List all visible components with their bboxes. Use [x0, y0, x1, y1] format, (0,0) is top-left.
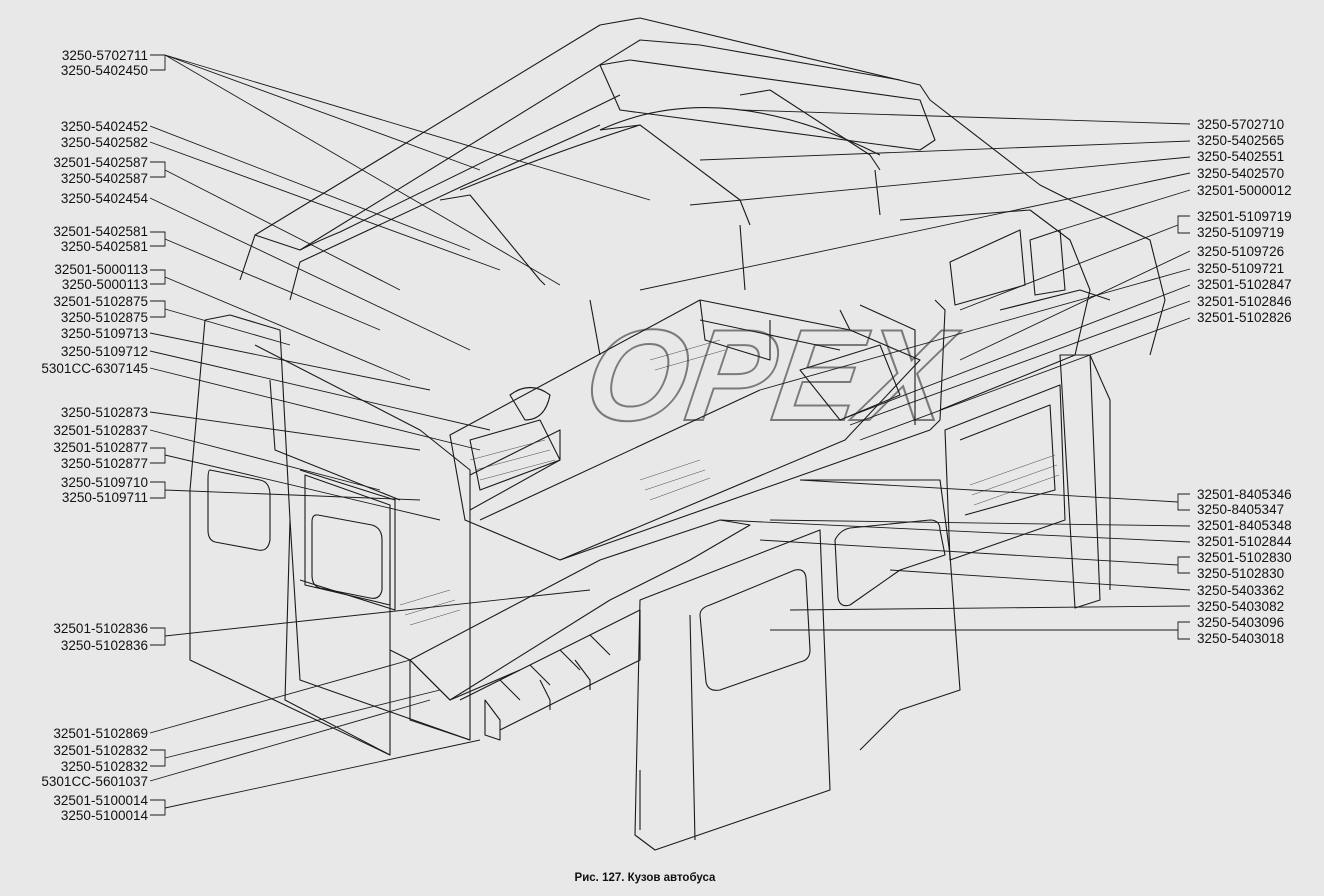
- callout-label: 32501-5102844: [1197, 534, 1292, 549]
- callout-label: 32501-5102836: [53, 621, 148, 636]
- callout-label: 3250-5109713: [60, 326, 148, 341]
- callout-label: 3250-5102836: [60, 638, 148, 653]
- callout-label: 3250-5109719: [1197, 225, 1285, 240]
- callout-label: 32501-5102830: [1197, 550, 1292, 565]
- callout-label: 3250-5000113: [61, 277, 148, 292]
- callout-label: 3250-5102832: [60, 759, 148, 774]
- callout-label: 5301CC-6307145: [41, 361, 148, 376]
- callout-label: 3250-5109711: [61, 490, 148, 505]
- callout-label: 3250-5109726: [1197, 244, 1285, 259]
- callout-label: 3250-5402452: [60, 119, 148, 134]
- callout-label: 32501-5100014: [53, 793, 148, 808]
- callout-label: 3250-5403362: [1197, 583, 1285, 598]
- callout-label: 32501-8405346: [1197, 487, 1292, 502]
- callout-label: 3250-5403096: [1197, 615, 1285, 630]
- callout-label: 32501-8405348: [1197, 518, 1292, 533]
- leader-lines-left: [149, 54, 651, 816]
- callout-label: 3250-5402587: [60, 171, 148, 186]
- leader-lines-right: [639, 109, 1191, 640]
- callout-label: 3250-5402454: [60, 191, 148, 206]
- figure-caption: Рис. 127. Кузов автобуса: [574, 872, 716, 884]
- callout-label: 3250-5702710: [1197, 117, 1285, 132]
- callout-label: 32501-5402581: [53, 224, 148, 239]
- callout-label: 5301CC-5601037: [41, 774, 148, 789]
- watermark-text: OPEX: [577, 303, 965, 448]
- floor-hatching: [399, 339, 1060, 626]
- callout-label: 3250-5102875: [60, 310, 148, 325]
- callout-label: 3250-5109721: [1197, 261, 1285, 276]
- callout-label: 3250-5402581: [60, 239, 148, 254]
- callout-label: 32501-5102847: [1197, 277, 1292, 292]
- callout-label: 32501-5102846: [1197, 294, 1292, 309]
- callout-label: 32501-5109719: [1197, 209, 1292, 224]
- callout-label: 3250-5402582: [60, 135, 148, 150]
- callout-label: 32501-5102877: [53, 440, 148, 455]
- callout-label: 3250-5702711: [61, 48, 148, 63]
- callout-label: 3250-5403082: [1197, 599, 1285, 614]
- callout-label: 32501-5402587: [53, 155, 148, 170]
- callout-label: 3250-5402570: [1197, 166, 1285, 181]
- callout-label: 32501-5102837: [53, 423, 148, 438]
- callout-label: 3250-5109710: [60, 475, 148, 490]
- callout-label: 32501-5000113: [54, 262, 148, 277]
- callout-label: 3250-8405347: [1197, 502, 1285, 517]
- callout-label: 32501-5102826: [1197, 310, 1292, 325]
- callout-label: 3250-5102877: [60, 456, 148, 471]
- callout-label: 3250-5402565: [1197, 133, 1285, 148]
- callout-label: 3250-5102830: [1197, 566, 1285, 581]
- callout-label: 3250-5402450: [60, 63, 148, 78]
- callout-label: 3250-5402551: [1197, 149, 1285, 164]
- callout-label: 32501-5102869: [53, 726, 148, 741]
- callout-label: 32501-5102832: [53, 743, 148, 758]
- opex-watermark: OPEX: [576, 302, 966, 449]
- callout-label: 3250-5100014: [60, 808, 148, 823]
- callout-label: 3250-5403018: [1197, 631, 1285, 646]
- callout-label: 3250-5109712: [60, 344, 148, 359]
- callout-label: 32501-5102875: [53, 294, 148, 309]
- callout-label: 3250-5102873: [60, 405, 148, 420]
- callout-label: 32501-5000012: [1197, 183, 1292, 198]
- bus-body-drawing: [189, 17, 1166, 851]
